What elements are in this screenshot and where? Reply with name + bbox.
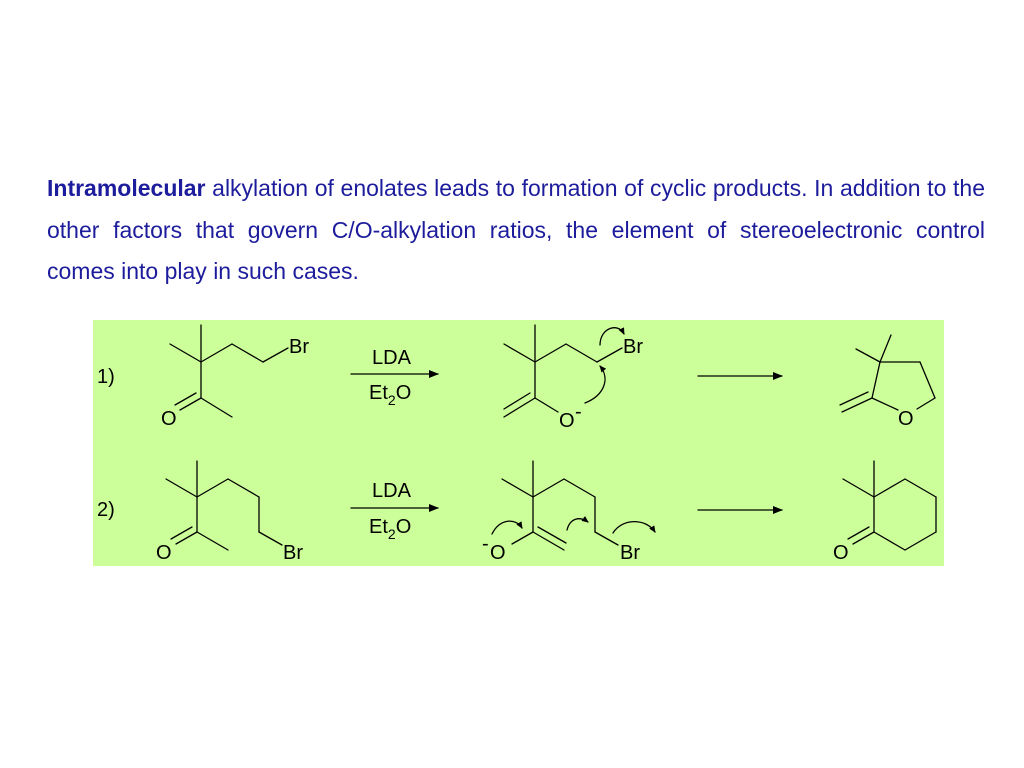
reaction-2-start-bromine: Br: [283, 542, 303, 564]
reaction-1-start-bromine: Br: [289, 336, 309, 358]
reaction-1-enolate-oxygen: O: [559, 410, 575, 432]
reaction-1-product-oxygen: O: [898, 408, 914, 430]
reaction-1-start-oxygen: O: [161, 408, 177, 430]
reaction-1-charge: -: [575, 401, 582, 423]
reaction-2-charge: -: [482, 533, 489, 555]
reaction-2-enolate-bromine: Br: [620, 542, 640, 564]
reaction-2-starting-material: [165, 460, 283, 551]
reaction-2-start-oxygen: O: [156, 542, 172, 564]
reaction-2-product-oxygen: O: [833, 542, 849, 564]
reaction-2-reagent: LDA: [372, 480, 412, 502]
line2-text: In addition to the other factors that go…: [47, 175, 985, 243]
reaction-1-reagent: LDA: [372, 347, 412, 369]
reaction-1-attack-arrow: [584, 365, 607, 404]
reaction-2-enolate-oxygen: O: [490, 542, 506, 564]
reaction-2-number: 2): [97, 499, 115, 521]
reaction-1-starting-material: [169, 324, 289, 418]
reaction-2-enolate-arrow: [491, 520, 523, 535]
reaction-1-product: [839, 334, 936, 413]
reaction-1-enolate: [503, 324, 623, 418]
line1-text: alkylation of enolates leads to formatio…: [205, 175, 808, 201]
reaction-1-solvent: Et2O: [369, 382, 411, 408]
line3-text: element of stereoelectronic control come…: [47, 216, 985, 285]
intro-paragraph: Intramolecular alkylation of enolates le…: [47, 168, 985, 293]
reaction-2-enolate: [501, 460, 619, 551]
reaction-2-solvent: Et2O: [369, 516, 411, 542]
reaction-2-product: [842, 460, 937, 551]
reaction-2-leaving-arrow: [612, 520, 656, 534]
reaction-2-attack-arrow: [566, 516, 589, 531]
bold-lead-word: Intramolecular: [47, 175, 206, 201]
reaction-1-number: 1): [97, 366, 115, 388]
reaction-1-leaving-arrow: [599, 327, 625, 346]
reaction-1-enolate-bromine: Br: [623, 336, 643, 358]
